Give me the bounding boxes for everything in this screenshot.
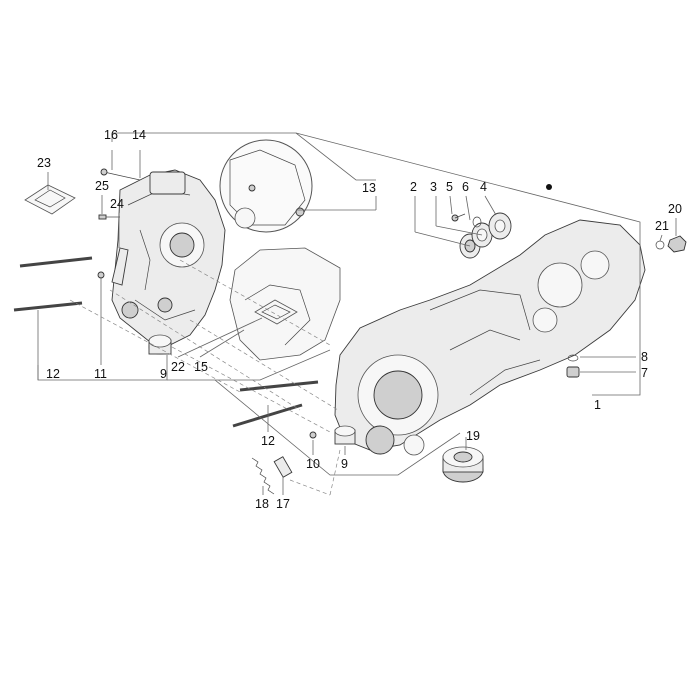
gasket-15 bbox=[229, 247, 341, 361]
detail-bubble-13 bbox=[219, 139, 313, 233]
callout-12-middle: 12 bbox=[261, 434, 275, 448]
stud-12-middle-lower bbox=[232, 403, 303, 428]
callout-15: 15 bbox=[194, 360, 208, 374]
pin-17 bbox=[273, 456, 293, 478]
callout-6: 6 bbox=[462, 180, 469, 194]
left-crankcase-half bbox=[111, 169, 226, 346]
plug-20 bbox=[667, 235, 687, 253]
stud-12-middle-upper bbox=[239, 380, 319, 392]
callout-19: 19 bbox=[466, 429, 480, 443]
bearing-4 bbox=[488, 212, 512, 240]
callout-13: 13 bbox=[362, 181, 376, 195]
bushing-9-right bbox=[334, 425, 356, 445]
callout-2: 2 bbox=[410, 180, 417, 194]
callout-20: 20 bbox=[668, 202, 682, 216]
callout-16: 16 bbox=[104, 128, 118, 142]
stud-12-upper bbox=[19, 256, 93, 268]
callout-1: 1 bbox=[594, 398, 601, 412]
callout-8: 8 bbox=[641, 350, 648, 364]
callout-4: 4 bbox=[480, 180, 487, 194]
callout-12-left: 12 bbox=[46, 367, 60, 381]
spring-18 bbox=[251, 457, 275, 495]
callout-17: 17 bbox=[276, 497, 290, 511]
callout-25: 25 bbox=[95, 179, 109, 193]
bolt-25 bbox=[98, 214, 120, 220]
callouts: 16 14 23 25 24 13 2 3 5 6 4 20 21 8 7 12… bbox=[37, 128, 682, 511]
callout-9-bottom: 9 bbox=[341, 457, 348, 471]
main-crankcase-1 bbox=[334, 219, 646, 456]
callout-10: 10 bbox=[306, 457, 320, 471]
callout-7: 7 bbox=[641, 366, 648, 380]
dowel-10 bbox=[309, 431, 317, 439]
cover-plate-23 bbox=[24, 184, 76, 215]
callout-5: 5 bbox=[446, 180, 453, 194]
bracket-24 bbox=[111, 247, 129, 286]
dowel-11 bbox=[97, 271, 105, 279]
callout-21: 21 bbox=[655, 219, 669, 233]
bushing-9-left bbox=[148, 334, 172, 355]
washer-5 bbox=[451, 213, 466, 222]
leader-lines bbox=[37, 132, 677, 496]
callout-11: 11 bbox=[94, 367, 107, 381]
callout-24: 24 bbox=[110, 197, 124, 211]
callout-14: 14 bbox=[132, 128, 146, 142]
circlip-6 bbox=[472, 216, 482, 228]
stud-12-lower bbox=[13, 301, 83, 312]
washer-21 bbox=[655, 240, 665, 250]
bushing-19 bbox=[442, 446, 484, 483]
reference-dot bbox=[546, 184, 552, 190]
callout-18: 18 bbox=[255, 497, 269, 511]
washer-8 bbox=[567, 354, 579, 362]
plug-7 bbox=[566, 366, 580, 378]
screw-16 bbox=[100, 168, 141, 181]
callout-23: 23 bbox=[37, 156, 51, 170]
callout-9-left: 9 bbox=[160, 367, 167, 381]
callout-22: 22 bbox=[171, 360, 185, 374]
filter-plate-22 bbox=[254, 299, 298, 325]
callout-3: 3 bbox=[430, 180, 437, 194]
